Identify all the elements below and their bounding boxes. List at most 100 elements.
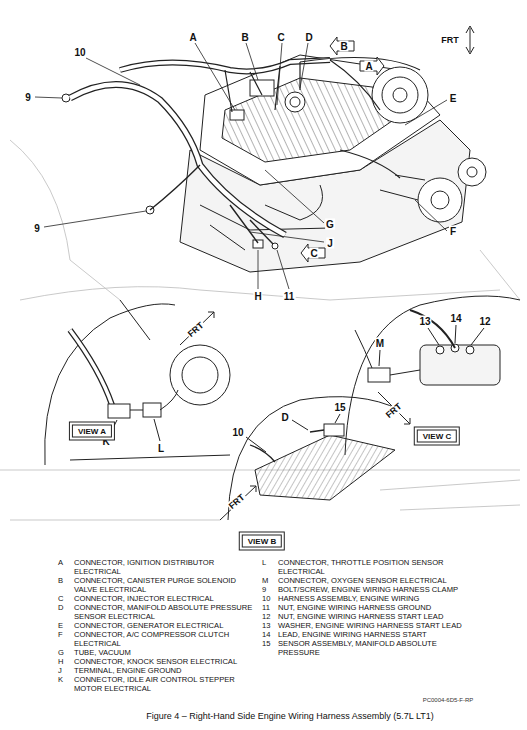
view-label-box: VIEW C bbox=[417, 430, 457, 443]
key-column: ACONNECTOR, IGNITION DISTRIBUTOR ELECTRI… bbox=[58, 558, 258, 693]
key-text: BOLT/SCREW, ENGINE WIRING HARNESS CLAMP bbox=[278, 585, 458, 594]
view-a bbox=[45, 300, 230, 465]
front-marker: FRT bbox=[440, 35, 460, 46]
key-letter: B bbox=[58, 576, 74, 594]
key-text: CONNECTOR, GENERATOR ELECTRICAL bbox=[74, 621, 223, 630]
key-text: CONNECTOR, IDLE AIR CONTROL STEPPER MOTO… bbox=[74, 675, 258, 693]
view-arrows bbox=[301, 26, 474, 262]
callout-number: 12 bbox=[478, 316, 491, 327]
key-row: LCONNECTOR, THROTTLE POSITION SENSOR ELE… bbox=[262, 558, 467, 576]
key-text: TERMINAL, ENGINE GROUND bbox=[74, 666, 182, 675]
key-text: SENSOR ASSEMBLY, MANIFOLD ABSOLUTE PRESS… bbox=[278, 639, 467, 657]
key-text: CONNECTOR, A/C COMPRESSOR CLUTCH ELECTRI… bbox=[74, 630, 258, 648]
key-letter: G bbox=[58, 648, 74, 657]
key-row: 10HARNESS ASSEMBLY, ENGINE WIRING bbox=[262, 594, 467, 603]
callout-number: L bbox=[157, 443, 165, 454]
callout-number: F bbox=[449, 226, 457, 237]
key-row: ECONNECTOR, GENERATOR ELECTRICAL bbox=[58, 621, 258, 630]
key-letter: A bbox=[58, 558, 74, 576]
callout-number: A bbox=[364, 61, 373, 72]
key-text: CONNECTOR, MANIFOLD ABSOLUTE PRESSURE SE… bbox=[74, 603, 258, 621]
view-label: VIEW A bbox=[78, 427, 106, 436]
key-letter: L bbox=[262, 558, 278, 576]
callout-number: 13 bbox=[418, 316, 431, 327]
callout-number: 9 bbox=[24, 92, 32, 103]
key-row: KCONNECTOR, IDLE AIR CONTROL STEPPER MOT… bbox=[58, 675, 258, 693]
front-marker: FRT bbox=[226, 492, 248, 513]
callout-number: 11 bbox=[283, 291, 296, 302]
key-text: WASHER, ENGINE WIRING HARNESS START LEAD bbox=[278, 621, 462, 630]
key-text: CONNECTOR, KNOCK SENSOR ELECTRICAL bbox=[74, 657, 237, 666]
callout-number: B bbox=[339, 41, 348, 52]
callout-number: 10 bbox=[73, 47, 86, 58]
key-letter: E bbox=[58, 621, 74, 630]
callout-number: H bbox=[253, 291, 262, 302]
key-text: LEAD, ENGINE WIRING HARNESS START bbox=[278, 630, 427, 639]
callout-number: E bbox=[449, 93, 458, 104]
key-text: HARNESS ASSEMBLY, ENGINE WIRING bbox=[278, 594, 420, 603]
view-b bbox=[220, 397, 400, 520]
key-text: CONNECTOR, INJECTOR ELECTRICAL bbox=[74, 594, 214, 603]
callout-number: A bbox=[188, 32, 197, 43]
key-text: CONNECTOR, THROTTLE POSITION SENSOR ELEC… bbox=[278, 558, 467, 576]
key-row: CCONNECTOR, INJECTOR ELECTRICAL bbox=[58, 594, 258, 603]
callout-number: B bbox=[240, 32, 249, 43]
key-letter: C bbox=[58, 594, 74, 603]
key-text: NUT, ENGINE WIRING HARNESS START LEAD bbox=[278, 612, 443, 621]
figure-caption: Figure 4 – Right-Hand Side Engine Wiring… bbox=[40, 711, 527, 722]
key-row: JTERMINAL, ENGINE GROUND bbox=[58, 666, 258, 675]
key-row: MCONNECTOR, OXYGEN SENSOR ELECTRICAL bbox=[262, 576, 467, 585]
figure-code: PC0004-6D5-F-RP bbox=[422, 695, 475, 706]
key-row: 13WASHER, ENGINE WIRING HARNESS START LE… bbox=[262, 621, 467, 630]
key-letter: F bbox=[58, 630, 74, 648]
key-row: GTUBE, VACUUM bbox=[58, 648, 258, 657]
leader-lines bbox=[35, 43, 447, 289]
key-letter: K bbox=[58, 675, 74, 693]
callout-number: 9 bbox=[33, 223, 41, 234]
front-marker: FRT bbox=[185, 320, 207, 341]
callout-number: C bbox=[309, 248, 318, 259]
key-row: 9BOLT/SCREW, ENGINE WIRING HARNESS CLAMP bbox=[262, 585, 467, 594]
view-c bbox=[345, 296, 520, 455]
view-label: VIEW C bbox=[423, 432, 451, 441]
key-text: CONNECTOR, IGNITION DISTRIBUTOR ELECTRIC… bbox=[74, 558, 258, 576]
key-letter: 9 bbox=[262, 585, 278, 594]
key-row: ACONNECTOR, IGNITION DISTRIBUTOR ELECTRI… bbox=[58, 558, 258, 576]
key-row: DCONNECTOR, MANIFOLD ABSOLUTE PRESSURE S… bbox=[58, 603, 258, 621]
view-label-box: VIEW B bbox=[242, 535, 282, 548]
key-letter: 13 bbox=[262, 621, 278, 630]
callout-number: C bbox=[276, 32, 285, 43]
key-letter: 10 bbox=[262, 594, 278, 603]
key-letter: 11 bbox=[262, 603, 278, 612]
engine-main bbox=[62, 55, 486, 272]
key-row: FCONNECTOR, A/C COMPRESSOR CLUTCH ELECTR… bbox=[58, 630, 258, 648]
key-letter: 14 bbox=[262, 630, 278, 639]
callout-number: J bbox=[326, 238, 334, 249]
key-letter: M bbox=[262, 576, 278, 585]
wiring-harness bbox=[70, 58, 420, 245]
callout-number: 14 bbox=[449, 313, 462, 324]
key-row: BCONNECTOR, CANISTER PURGE SOLENOID VALV… bbox=[58, 576, 258, 594]
key-column: LCONNECTOR, THROTTLE POSITION SENSOR ELE… bbox=[262, 558, 467, 657]
key-row: 12NUT, ENGINE WIRING HARNESS START LEAD bbox=[262, 612, 467, 621]
view-label-box: VIEW A bbox=[72, 425, 112, 438]
key-row: 14LEAD, ENGINE WIRING HARNESS START bbox=[262, 630, 467, 639]
callout-number: D bbox=[304, 32, 313, 43]
callout-number: M bbox=[375, 338, 385, 349]
key-letter: D bbox=[58, 603, 74, 621]
key-letter: J bbox=[58, 666, 74, 675]
callout-number: 15 bbox=[333, 402, 346, 413]
key-text: CONNECTOR, CANISTER PURGE SOLENOID VALVE… bbox=[74, 576, 258, 594]
front-marker: FRT bbox=[383, 401, 405, 422]
key-letter: 12 bbox=[262, 612, 278, 621]
key-text: NUT, ENGINE WIRING HARNESS GROUND bbox=[278, 603, 431, 612]
callout-number: 10 bbox=[231, 427, 244, 438]
key-row: 15SENSOR ASSEMBLY, MANIFOLD ABSOLUTE PRE… bbox=[262, 639, 467, 657]
key-row: 11NUT, ENGINE WIRING HARNESS GROUND bbox=[262, 603, 467, 612]
callout-number: G bbox=[325, 219, 335, 230]
callout-number: D bbox=[280, 412, 289, 423]
key-letter: 15 bbox=[262, 639, 278, 657]
key-text: CONNECTOR, OXYGEN SENSOR ELECTRICAL bbox=[278, 576, 447, 585]
key-letter: H bbox=[58, 657, 74, 666]
